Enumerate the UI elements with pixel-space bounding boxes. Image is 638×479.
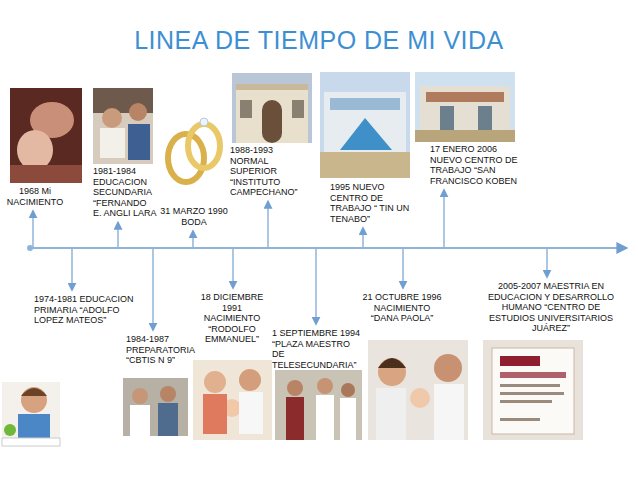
page-title: LINEA DE TIEMPO DE MI VIDA xyxy=(0,26,638,55)
parents-baby-photo xyxy=(368,340,468,440)
event-label: 1981-1984 EDUCACION SECUNDARIA “FERNANDO… xyxy=(93,166,157,219)
students-photo xyxy=(123,378,188,436)
baby-photo xyxy=(10,88,82,183)
ceremony-photo xyxy=(275,370,362,440)
school-photo xyxy=(93,88,153,164)
school-building-photo xyxy=(320,72,410,178)
leader-line xyxy=(267,202,269,248)
event-label: 1968 Mi NACIMIENTO xyxy=(4,186,66,207)
event-label: 1984-1987 PREPARATORIA “CBTIS N 9” xyxy=(126,334,190,366)
leader-line xyxy=(546,248,548,277)
event-label: 17 ENERO 2006 NUEVO CENTRO DE TRABAJO “S… xyxy=(430,144,526,186)
leader-line xyxy=(402,248,404,288)
leader-line xyxy=(117,223,119,248)
event-label: 1988-1993 NORMAL SUPERIOR “INSTITUTO CAM… xyxy=(230,145,312,198)
certificate-photo xyxy=(483,340,583,440)
event-label: 1995 NUEVO CENTRO DE TRABAJO “ TIN UN TE… xyxy=(330,182,416,224)
leader-line xyxy=(232,248,234,288)
event-label: 1 SEPTIEMBRE 1994 “PLAZA MAESTRO DE TELE… xyxy=(272,328,364,370)
timeline-axis xyxy=(30,247,626,249)
leader-line xyxy=(362,228,364,248)
building-photo xyxy=(232,73,312,143)
school-building-photo xyxy=(415,72,515,142)
event-label: 31 MARZO 1990 BODA xyxy=(160,206,228,227)
event-label: 21 OCTUBRE 1996 NACIMIENTO “DANA PAOLA” xyxy=(362,292,442,324)
leader-line xyxy=(152,248,154,330)
event-label: 18 DICIEMBRE 1991 NACIMIENTO “RODOLFO EM… xyxy=(196,292,268,345)
event-label: 1974-1981 EDUCACION PRIMARIA “ADOLFO LOP… xyxy=(34,294,144,326)
family-photo xyxy=(193,360,272,440)
leader-line xyxy=(71,248,73,290)
leader-line xyxy=(32,211,34,248)
leader-line xyxy=(315,248,317,324)
axis-start xyxy=(27,245,33,251)
rings-picture xyxy=(160,95,226,199)
event-label: 2005-2007 MAESTRIA EN EDUCACION Y DESARR… xyxy=(478,281,624,334)
leader-line xyxy=(192,231,194,248)
child-photo xyxy=(2,382,60,446)
leader-line xyxy=(443,190,445,248)
